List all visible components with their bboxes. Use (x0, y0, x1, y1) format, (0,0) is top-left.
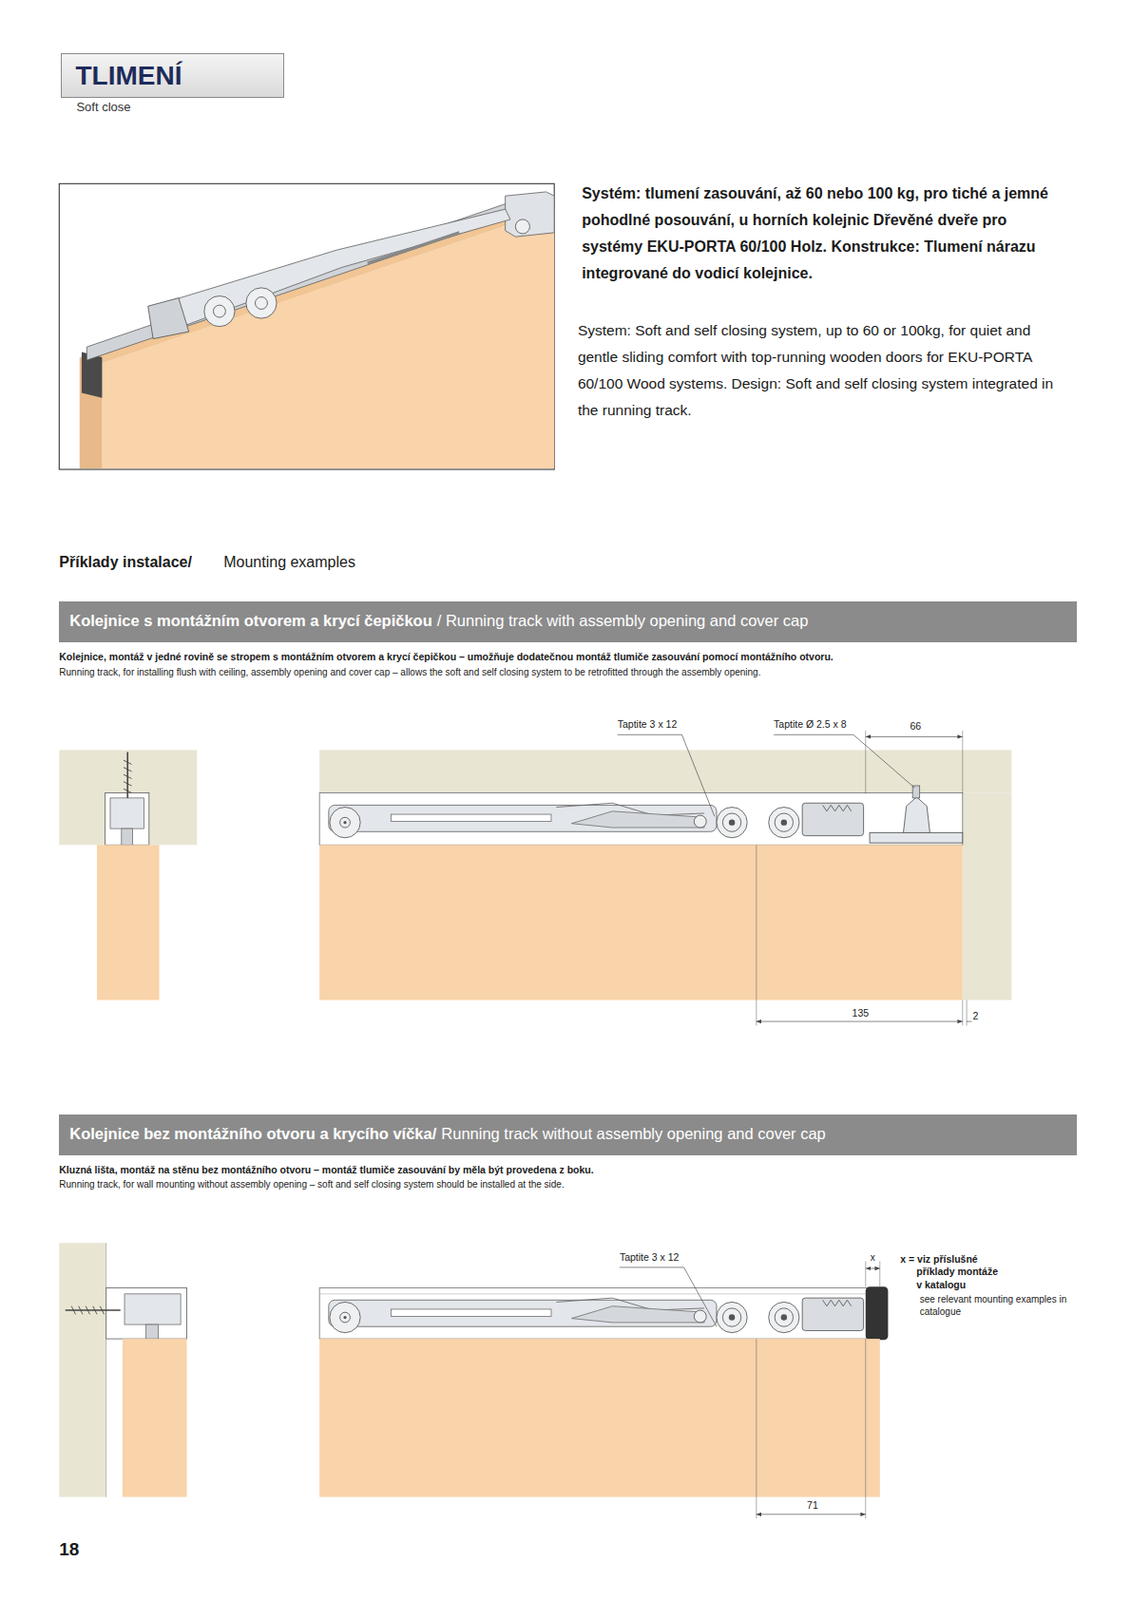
band-subheading: / Running track with assembly opening an… (437, 612, 809, 632)
section-band: Kolejnice bez montážního otvoru a krycíh… (58, 1114, 1077, 1156)
note-text: see relevant mounting examples in catalo… (920, 1293, 1074, 1320)
note-text: x = viz příslušné příklady montáže v kat… (900, 1253, 1005, 1292)
section-heading: Mounting examples (223, 552, 428, 573)
page-heading: TLIMENÍ (75, 59, 269, 93)
band-heading: Kolejnice s montážním otvorem a krycí če… (69, 612, 432, 632)
dimension-label: 135 (840, 1007, 882, 1020)
dimension-label: 2 (973, 1010, 994, 1023)
part-label: Taptite 3 x 12 (619, 1251, 732, 1265)
title-box: TLIMENÍSoft close (60, 53, 284, 99)
note-text: Kluzná lišta, montáž na stěnu bez montáž… (58, 1164, 1080, 1178)
note-text: Running track, for wall mounting without… (58, 1178, 1080, 1192)
band-subheading: Running track without assembly opening a… (440, 1125, 825, 1145)
band-heading: Kolejnice bez montážního otvoru a krycíh… (69, 1125, 437, 1145)
dimension-label: 71 (797, 1499, 828, 1513)
part-label: Taptite 3 x 12 (617, 718, 730, 731)
section-heading: Příklady instalace/ (58, 552, 233, 573)
part-label: Taptite Ø 2.5 x 8 (773, 718, 886, 731)
dimension-label: x (864, 1252, 882, 1266)
note-text: Running track, for installing flush with… (58, 666, 1080, 680)
note-text: Kolejnice, montáž v jedné rovině se stro… (58, 651, 1080, 665)
section-band: Kolejnice s montážním otvorem a krycí če… (58, 601, 1077, 643)
page-subheading: Soft close (76, 99, 131, 116)
page-number: 18 (58, 1538, 100, 1562)
intro-text-en: System: Soft and self closing system, up… (577, 317, 1074, 424)
dimension-label: 66 (900, 720, 931, 733)
intro-text-cz: Systém: tlumení zasouvání, až 60 nebo 10… (581, 180, 1062, 288)
